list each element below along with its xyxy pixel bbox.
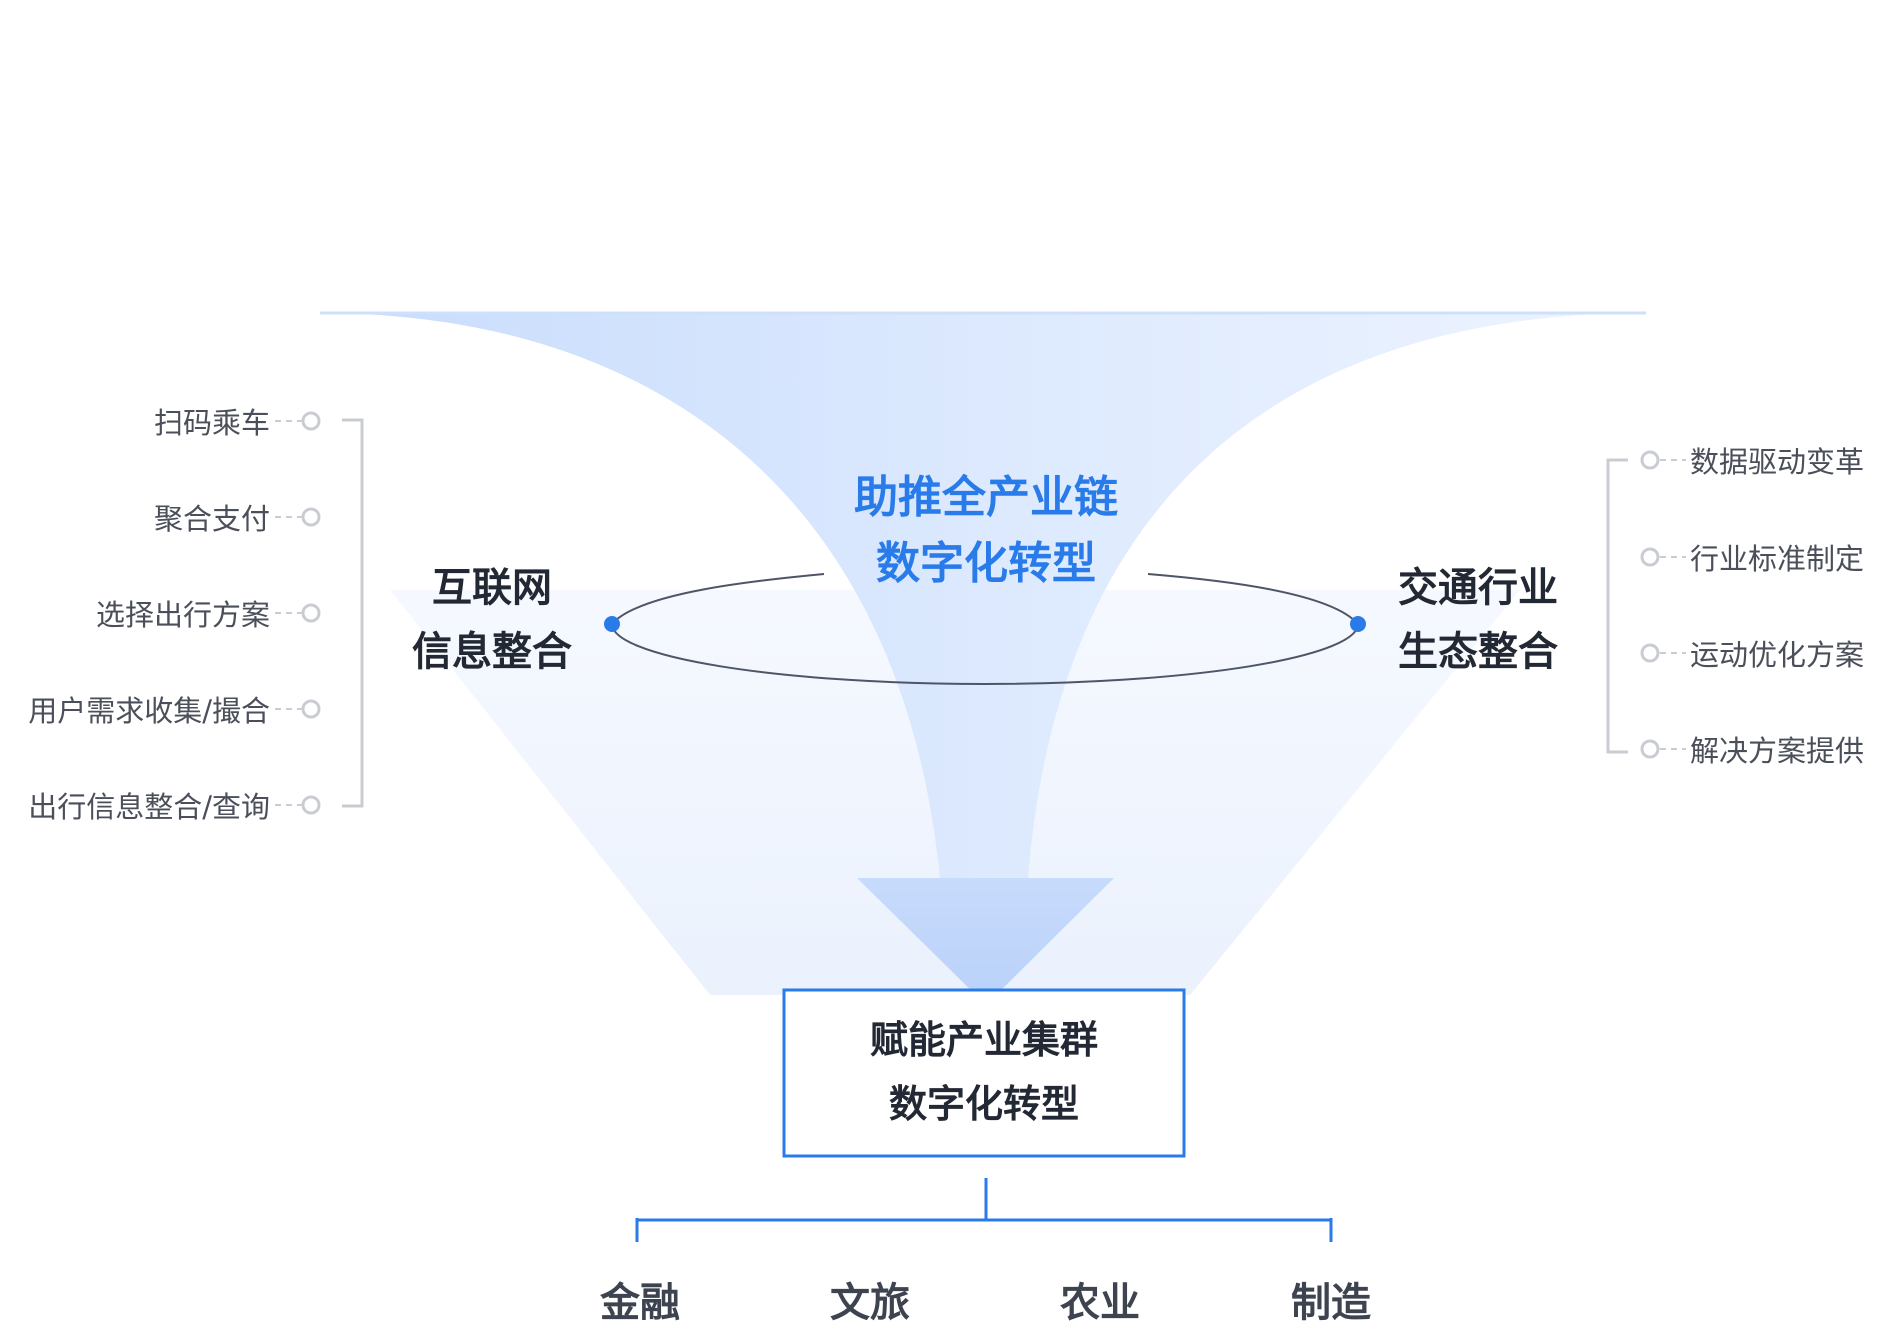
left-node-3 (301, 603, 321, 623)
center-title: 助推全产业链 数字化转型 (786, 465, 1186, 597)
right-node-2 (1640, 547, 1660, 567)
result-box-text: 赋能产业集群 数字化转型 (784, 1008, 1184, 1136)
left-item-2: 聚合支付 (153, 502, 270, 536)
center-title-line-2: 数字化转型 (876, 538, 1096, 589)
left-item-5: 出行信息整合/查询 (28, 790, 270, 824)
left-node-4 (301, 699, 321, 719)
center-title-line-1: 助推全产业链 (854, 472, 1118, 523)
left-bracket (342, 418, 364, 808)
result-box-line-1: 赋能产业集群 (869, 1018, 1098, 1062)
left-node-5 (301, 795, 321, 815)
right-item-1: 数据驱动变革 (1690, 445, 1865, 479)
funnel-shape (320, 313, 1646, 878)
left-item-4: 用户需求收集/撮合 (28, 694, 270, 728)
left-item-3: 选择出行方案 (95, 598, 270, 632)
left-node-1 (301, 411, 321, 431)
funnel-arrow-head (857, 878, 1114, 1005)
right-hub-label: 交通行业 生态整合 (1378, 556, 1578, 684)
left-hub-line-2: 信息整合 (412, 629, 572, 675)
left-item-1: 扫码乘车 (153, 406, 270, 440)
orbit-ellipse-upper-left (611, 573, 825, 625)
right-hub-dot (1350, 616, 1366, 632)
result-box-line-2: 数字化转型 (888, 1082, 1079, 1126)
left-node-2 (301, 507, 321, 527)
right-node-1 (1640, 450, 1660, 470)
industry-culture-tourism: 文旅 (830, 1280, 910, 1326)
result-box (782, 988, 1186, 1158)
left-connectors (275, 411, 321, 815)
left-hub-line-1: 互联网 (432, 565, 552, 611)
industry-finance: 金融 (600, 1280, 680, 1326)
left-hub-dot (604, 616, 620, 632)
orbit-ellipse-upper-right (1147, 573, 1359, 625)
right-bracket (1606, 458, 1628, 754)
left-hub-label: 互联网 信息整合 (392, 556, 592, 684)
right-item-2: 行业标准制定 (1690, 542, 1865, 576)
industry-tree (635, 1178, 1333, 1242)
orbit-ellipse-lower (611, 623, 1359, 685)
right-item-4: 解决方案提供 (1690, 734, 1865, 768)
industry-manufacturing: 制造 (1291, 1280, 1371, 1326)
industry-agriculture: 农业 (1060, 1280, 1140, 1326)
right-hub-line-2: 生态整合 (1398, 629, 1558, 675)
right-node-4 (1640, 739, 1660, 759)
right-connectors (1640, 450, 1686, 759)
right-item-3: 运动优化方案 (1690, 638, 1865, 672)
right-node-3 (1640, 643, 1660, 663)
right-hub-line-1: 交通行业 (1398, 565, 1558, 611)
